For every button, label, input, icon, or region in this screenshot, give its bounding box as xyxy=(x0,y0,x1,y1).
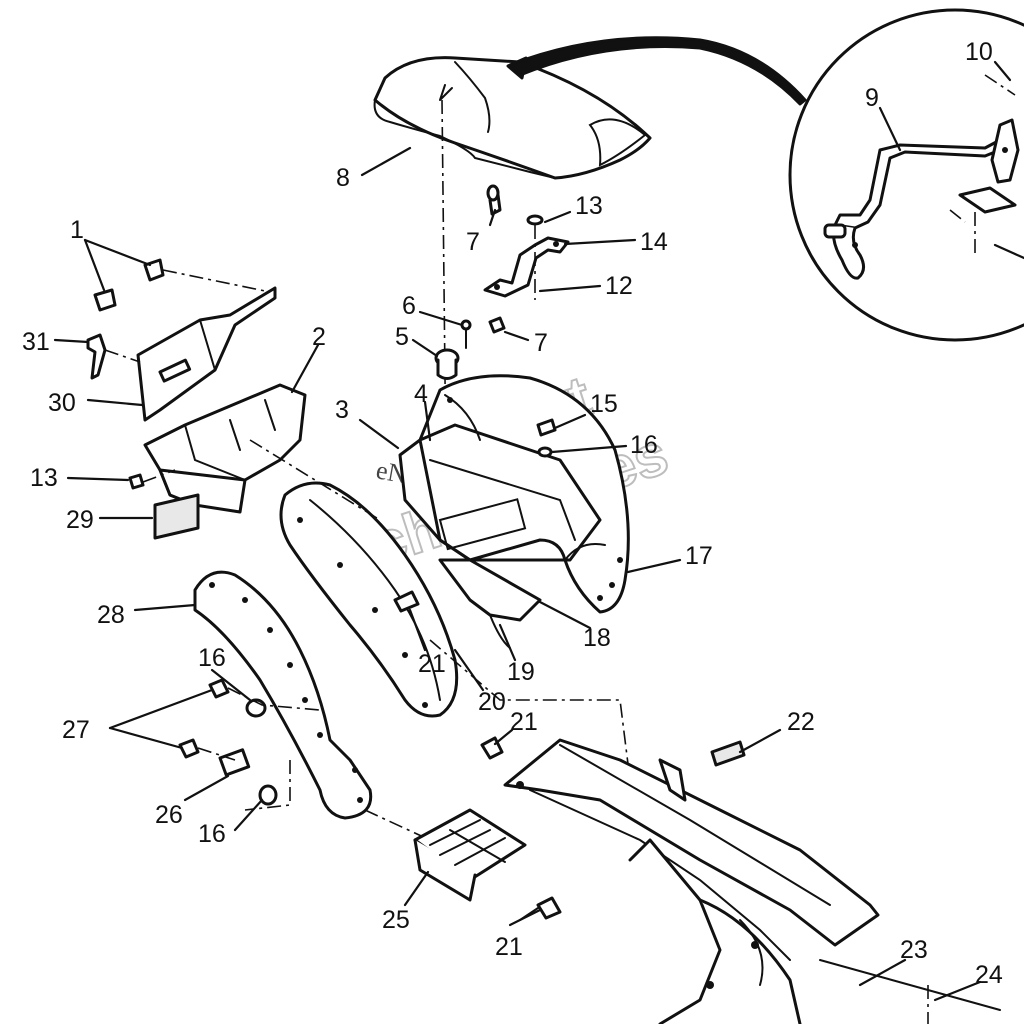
foot-plate xyxy=(413,808,527,902)
seat-bracket-group xyxy=(483,184,570,334)
callout-16b: 16 xyxy=(198,644,226,672)
callout-22: 22 xyxy=(787,708,815,736)
storage-cover xyxy=(136,286,277,422)
callout-29: 29 xyxy=(66,506,94,534)
callout-10: 10 xyxy=(965,38,993,66)
callout-2: 2 xyxy=(312,323,326,351)
clips xyxy=(93,258,271,312)
callout-15: 15 xyxy=(590,390,618,418)
callout-17: 17 xyxy=(685,542,713,570)
callout-labels: 1 2 3 4 5 6 7 7 8 9 10 12 13 13 14 15 16… xyxy=(22,38,1003,989)
callout-13b: 13 xyxy=(30,464,58,492)
frame xyxy=(503,738,1001,1024)
callout-20: 20 xyxy=(478,688,506,716)
callout-6: 6 xyxy=(402,292,416,320)
callout-24: 24 xyxy=(975,961,1003,989)
mud-flap xyxy=(193,570,373,820)
callout-16c: 16 xyxy=(198,820,226,848)
callout-25: 25 xyxy=(382,906,410,934)
callout-18: 18 xyxy=(583,624,611,652)
splash-guard xyxy=(438,558,542,649)
callout-3: 3 xyxy=(335,396,349,424)
callout-21a: 21 xyxy=(418,650,446,678)
storage-tray xyxy=(143,383,307,514)
grommet-group xyxy=(434,319,472,380)
callout-4: 4 xyxy=(414,380,428,408)
side-fender xyxy=(279,481,459,718)
callout-5: 5 xyxy=(395,323,409,351)
callout-28: 28 xyxy=(97,601,125,629)
callout-7b: 7 xyxy=(534,329,548,357)
latch xyxy=(86,333,141,380)
callout-7a: 7 xyxy=(466,228,480,256)
bolts xyxy=(393,590,562,921)
callout-23: 23 xyxy=(900,936,928,964)
callout-13a: 13 xyxy=(575,192,603,220)
callout-21b: 21 xyxy=(510,708,538,736)
callout-19: 19 xyxy=(507,658,535,686)
detail-inset xyxy=(788,8,1024,342)
mudflap-hardware xyxy=(178,678,321,806)
callout-26: 26 xyxy=(155,801,183,829)
callout-16a: 16 xyxy=(630,431,658,459)
callout-14: 14 xyxy=(640,228,668,256)
callout-27: 27 xyxy=(62,716,90,744)
callout-8: 8 xyxy=(336,164,350,192)
callout-12: 12 xyxy=(605,272,633,300)
callout-30: 30 xyxy=(48,389,76,417)
callout-9: 9 xyxy=(865,84,879,112)
callout-31: 31 xyxy=(22,328,50,356)
seat xyxy=(373,56,652,180)
callout-1: 1 xyxy=(70,216,84,244)
callout-21c: 21 xyxy=(495,933,523,961)
rear-fender xyxy=(398,374,630,614)
